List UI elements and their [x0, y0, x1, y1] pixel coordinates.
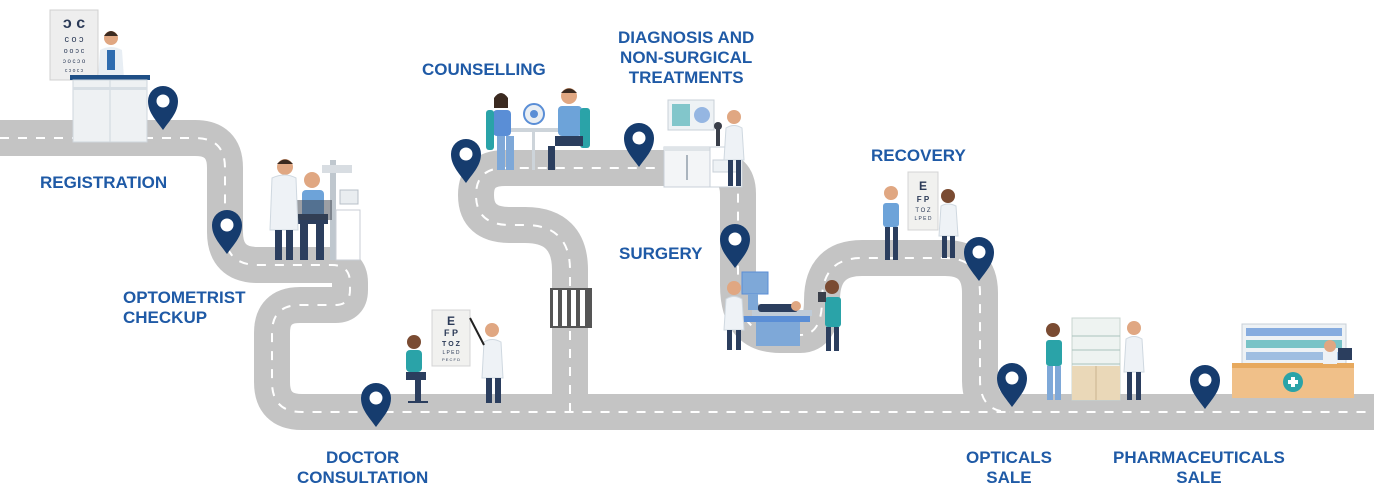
stage-label-line: SURGERY [619, 244, 703, 263]
stage-label-opticals-sale: OPTICALS SALE [966, 448, 1052, 488]
stage-label-line: PHARMACEUTICALS [1113, 448, 1285, 467]
eye-chart-row: F P [917, 195, 930, 204]
stage-label-counselling: COUNSELLING [422, 60, 546, 80]
pin-icon [361, 383, 391, 427]
registration-illustration: ɔ c c o ɔ o o ɔ c ɔ o c ɔ o c ɔ o c ɔ [49, 9, 150, 143]
stage-label-line: DOCTOR [325, 448, 400, 467]
pin-icon [212, 210, 242, 254]
stage-label-line: DIAGNOSIS AND [618, 28, 755, 47]
pin-icon [997, 363, 1027, 407]
svg-text:c ɔ o c ɔ: c ɔ o c ɔ [65, 68, 84, 74]
eye-chart-row: L P E D [915, 216, 932, 222]
svg-text:c o ɔ: c o ɔ [64, 34, 84, 44]
stage-label-recovery: RECOVERY [871, 146, 966, 166]
eye-chart-row: T O Z [915, 208, 931, 214]
pin-icon [624, 123, 654, 167]
pin-icon [964, 237, 994, 281]
recovery-illustration: E F P T O Z L P E D [883, 171, 959, 260]
svg-text:o o ɔ c: o o ɔ c [64, 48, 85, 55]
stage-label-diagnosis: DIAGNOSIS AND NON-SURGICAL TREATMENTS [618, 28, 754, 88]
road-upper-loop-dashes [475, 167, 1011, 413]
pins [148, 86, 1220, 427]
optometrist-illustration [269, 159, 361, 261]
svg-text:ɔ c: ɔ c [63, 15, 85, 32]
stage-label-line: CONSULTATION [297, 468, 429, 487]
stage-label-surgery: SURGERY [619, 244, 702, 264]
pin-icon [1190, 365, 1220, 409]
stage-label-line: OPTICALS [966, 448, 1052, 467]
stage-label-line: SALE [986, 468, 1032, 487]
eye-chart-row: E [919, 179, 927, 193]
stage-label-line: RECOVERY [871, 146, 966, 165]
doctor-consultation-illustration: E F P T O Z L P E D P E C F D [406, 309, 504, 403]
eye-chart-row: T O Z [442, 341, 461, 348]
stage-label-line: REGISTRATION [40, 173, 168, 192]
counselling-illustration [486, 88, 590, 170]
stage-label-doctor-consultation: DOCTOR CONSULTATION [297, 448, 428, 488]
eye-chart-row: F P [444, 328, 458, 338]
stage-label-registration: REGISTRATION [40, 173, 167, 193]
eye-chart-row: E [447, 314, 455, 328]
zebra-crossing [550, 288, 592, 328]
stage-label-line: SALE [1176, 468, 1222, 487]
pin-icon [720, 224, 750, 268]
stage-label-line: CHECKUP [123, 308, 208, 327]
pin-icon [451, 139, 481, 183]
pin-icon [148, 86, 178, 130]
eye-chart-row: P E C F D [442, 357, 460, 362]
eye-chart-row: L P E D [443, 350, 460, 356]
svg-text:ɔ o c ɔ o: ɔ o c ɔ o [63, 59, 86, 65]
road-main-dashes [0, 137, 1374, 413]
pharmacy-illustration [1232, 323, 1354, 398]
diagnosis-illustration [663, 99, 745, 188]
stage-label-line: NON-SURGICAL [620, 48, 753, 67]
opticals-illustration [1046, 317, 1145, 401]
surgery-illustration [723, 271, 841, 351]
stage-label-pharmaceuticals-sale: PHARMACEUTICALS SALE [1113, 448, 1285, 488]
stage-label-line: TREATMENTS [628, 68, 744, 87]
stage-label-optometrist-checkup: OPTOMETRIST CHECKUP [123, 288, 245, 328]
stage-label-line: OPTOMETRIST [123, 288, 246, 307]
stage-label-line: COUNSELLING [422, 60, 546, 79]
